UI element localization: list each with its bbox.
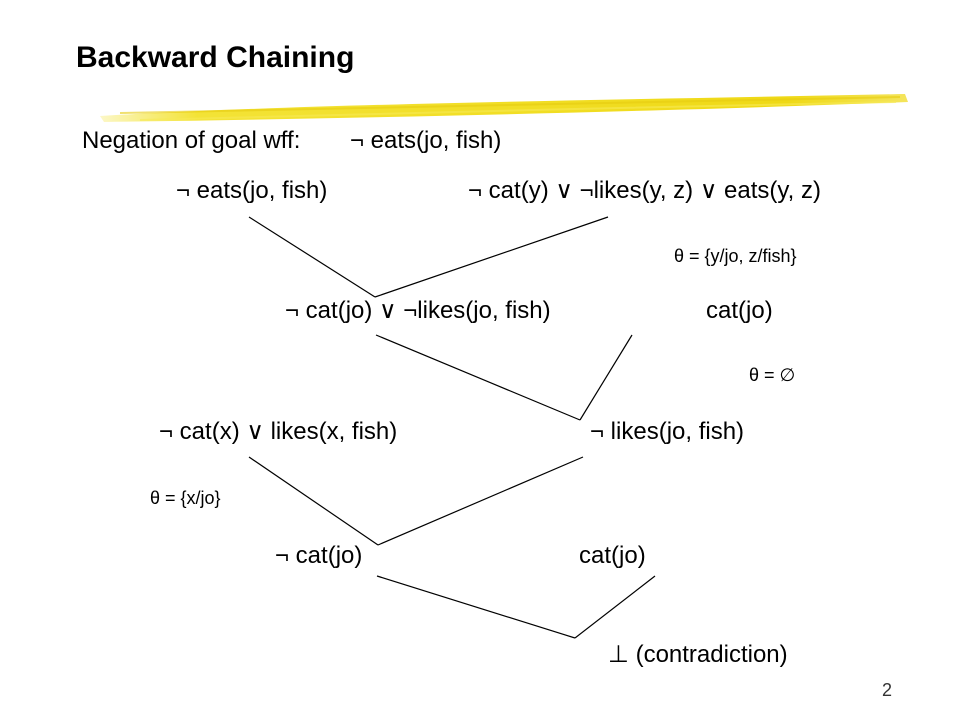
- edge-rule2-to-resolvent3: [248, 456, 379, 546]
- edge-goal-to-resolvent1: [248, 216, 376, 298]
- node-fact-cat2: cat(jo): [579, 542, 646, 569]
- node-resolvent1: ¬ cat(jo) ∨ ¬likes(jo, fish): [285, 297, 551, 324]
- node-resolvent2: ¬ likes(jo, fish): [590, 418, 745, 445]
- node-fact-cat1: cat(jo): [706, 297, 773, 324]
- edge-resolvent2-to-resolvent3: [377, 456, 584, 546]
- node-goal: ¬ eats(jo, fish): [176, 177, 328, 204]
- node-contradiction: ⊥ (contradiction): [608, 641, 788, 668]
- negation-formula: ¬ eats(jo, fish): [350, 127, 502, 154]
- edge-fact-cat2-to-contradiction: [574, 575, 656, 639]
- edge-resolvent3-to-contradiction: [376, 575, 576, 639]
- page-number: 2: [882, 680, 893, 700]
- edge-fact-cat1-to-resolvent2: [579, 334, 633, 421]
- substitution-theta1: θ = {y/jo, z/fish}: [674, 246, 797, 266]
- node-resolvent3: ¬ cat(jo): [275, 542, 363, 569]
- edge-rule-to-resolvent1: [374, 216, 609, 298]
- substitution-theta3: θ = {x/jo}: [150, 488, 221, 508]
- edge-resolvent1-to-resolvent2: [375, 334, 581, 421]
- negation-label: Negation of goal wff:: [82, 127, 301, 154]
- substitution-theta2: θ = ∅: [749, 365, 796, 385]
- slide-title: Backward Chaining: [76, 41, 355, 74]
- node-rule: ¬ cat(y) ∨ ¬likes(y, z) ∨ eats(y, z): [468, 177, 821, 204]
- node-rule2: ¬ cat(x) ∨ likes(x, fish): [159, 418, 398, 445]
